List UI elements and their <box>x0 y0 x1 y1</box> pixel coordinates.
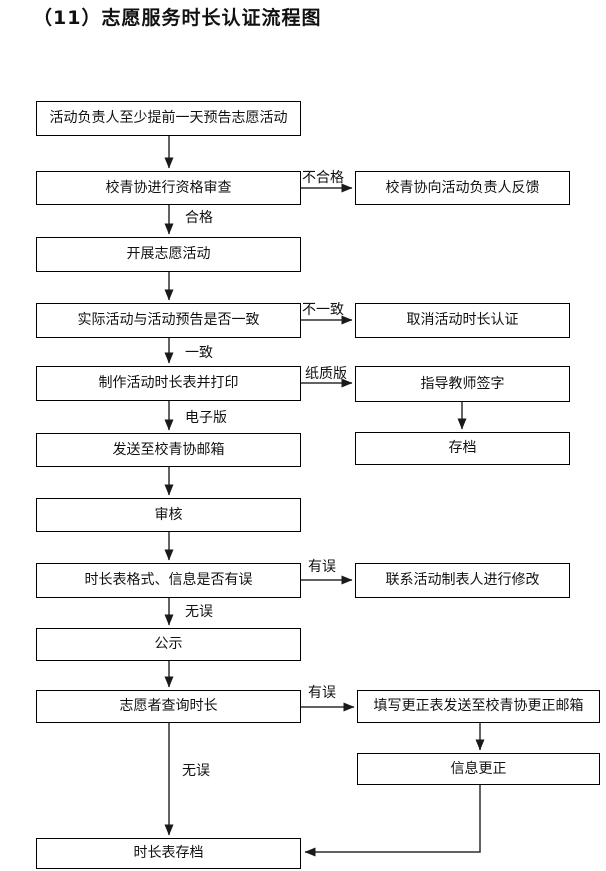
node-carry-out-activity: 开展志愿活动 <box>36 237 301 272</box>
edge-label-has-error-1: 有误 <box>308 559 336 575</box>
node-feedback-to-leader: 校青协向活动负责人反馈 <box>355 171 570 205</box>
node-consistency-check: 实际活动与活动预告是否一致 <box>36 303 301 338</box>
edge-label-inconsistent: 不一致 <box>302 302 344 318</box>
edge-label-consistent: 一致 <box>185 345 213 361</box>
node-format-error-check: 时长表格式、信息是否有误 <box>36 563 301 598</box>
node-teacher-signature: 指导教师签字 <box>355 366 570 402</box>
node-volunteer-query-hours: 志愿者查询时长 <box>36 690 301 723</box>
node-publicity: 公示 <box>36 628 301 661</box>
node-cancel-certification: 取消活动时长认证 <box>355 303 570 338</box>
node-hours-sheet-archive: 时长表存档 <box>36 838 301 869</box>
node-qualification-review: 校青协进行资格审查 <box>36 171 301 205</box>
node-make-hours-sheet: 制作活动时长表并打印 <box>36 366 301 401</box>
node-contact-maker-revise: 联系活动制表人进行修改 <box>355 563 570 598</box>
node-send-to-email: 发送至校青协邮箱 <box>36 433 301 467</box>
branch-arrows <box>301 183 485 857</box>
edge-label-has-error-2: 有误 <box>308 685 336 701</box>
edge-label-no-error-1: 无误 <box>185 604 213 620</box>
node-send-correction-form: 填写更正表发送至校青协更正邮箱 <box>357 690 600 723</box>
edge-label-paper-version: 纸质版 <box>305 366 347 382</box>
node-info-correction: 信息更正 <box>357 753 600 785</box>
edge-label-electronic-version: 电子版 <box>185 410 227 426</box>
node-announce-activity: 活动负责人至少提前一天预告志愿活动 <box>36 101 301 136</box>
edge-label-unqualified: 不合格 <box>302 170 344 186</box>
edge-label-no-error-2: 无误 <box>182 763 210 779</box>
node-review: 审核 <box>36 498 301 532</box>
edge-label-qualified: 合格 <box>185 210 213 226</box>
node-archive: 存档 <box>355 432 570 465</box>
page-title: （11）志愿服务时长认证流程图 <box>33 7 322 29</box>
